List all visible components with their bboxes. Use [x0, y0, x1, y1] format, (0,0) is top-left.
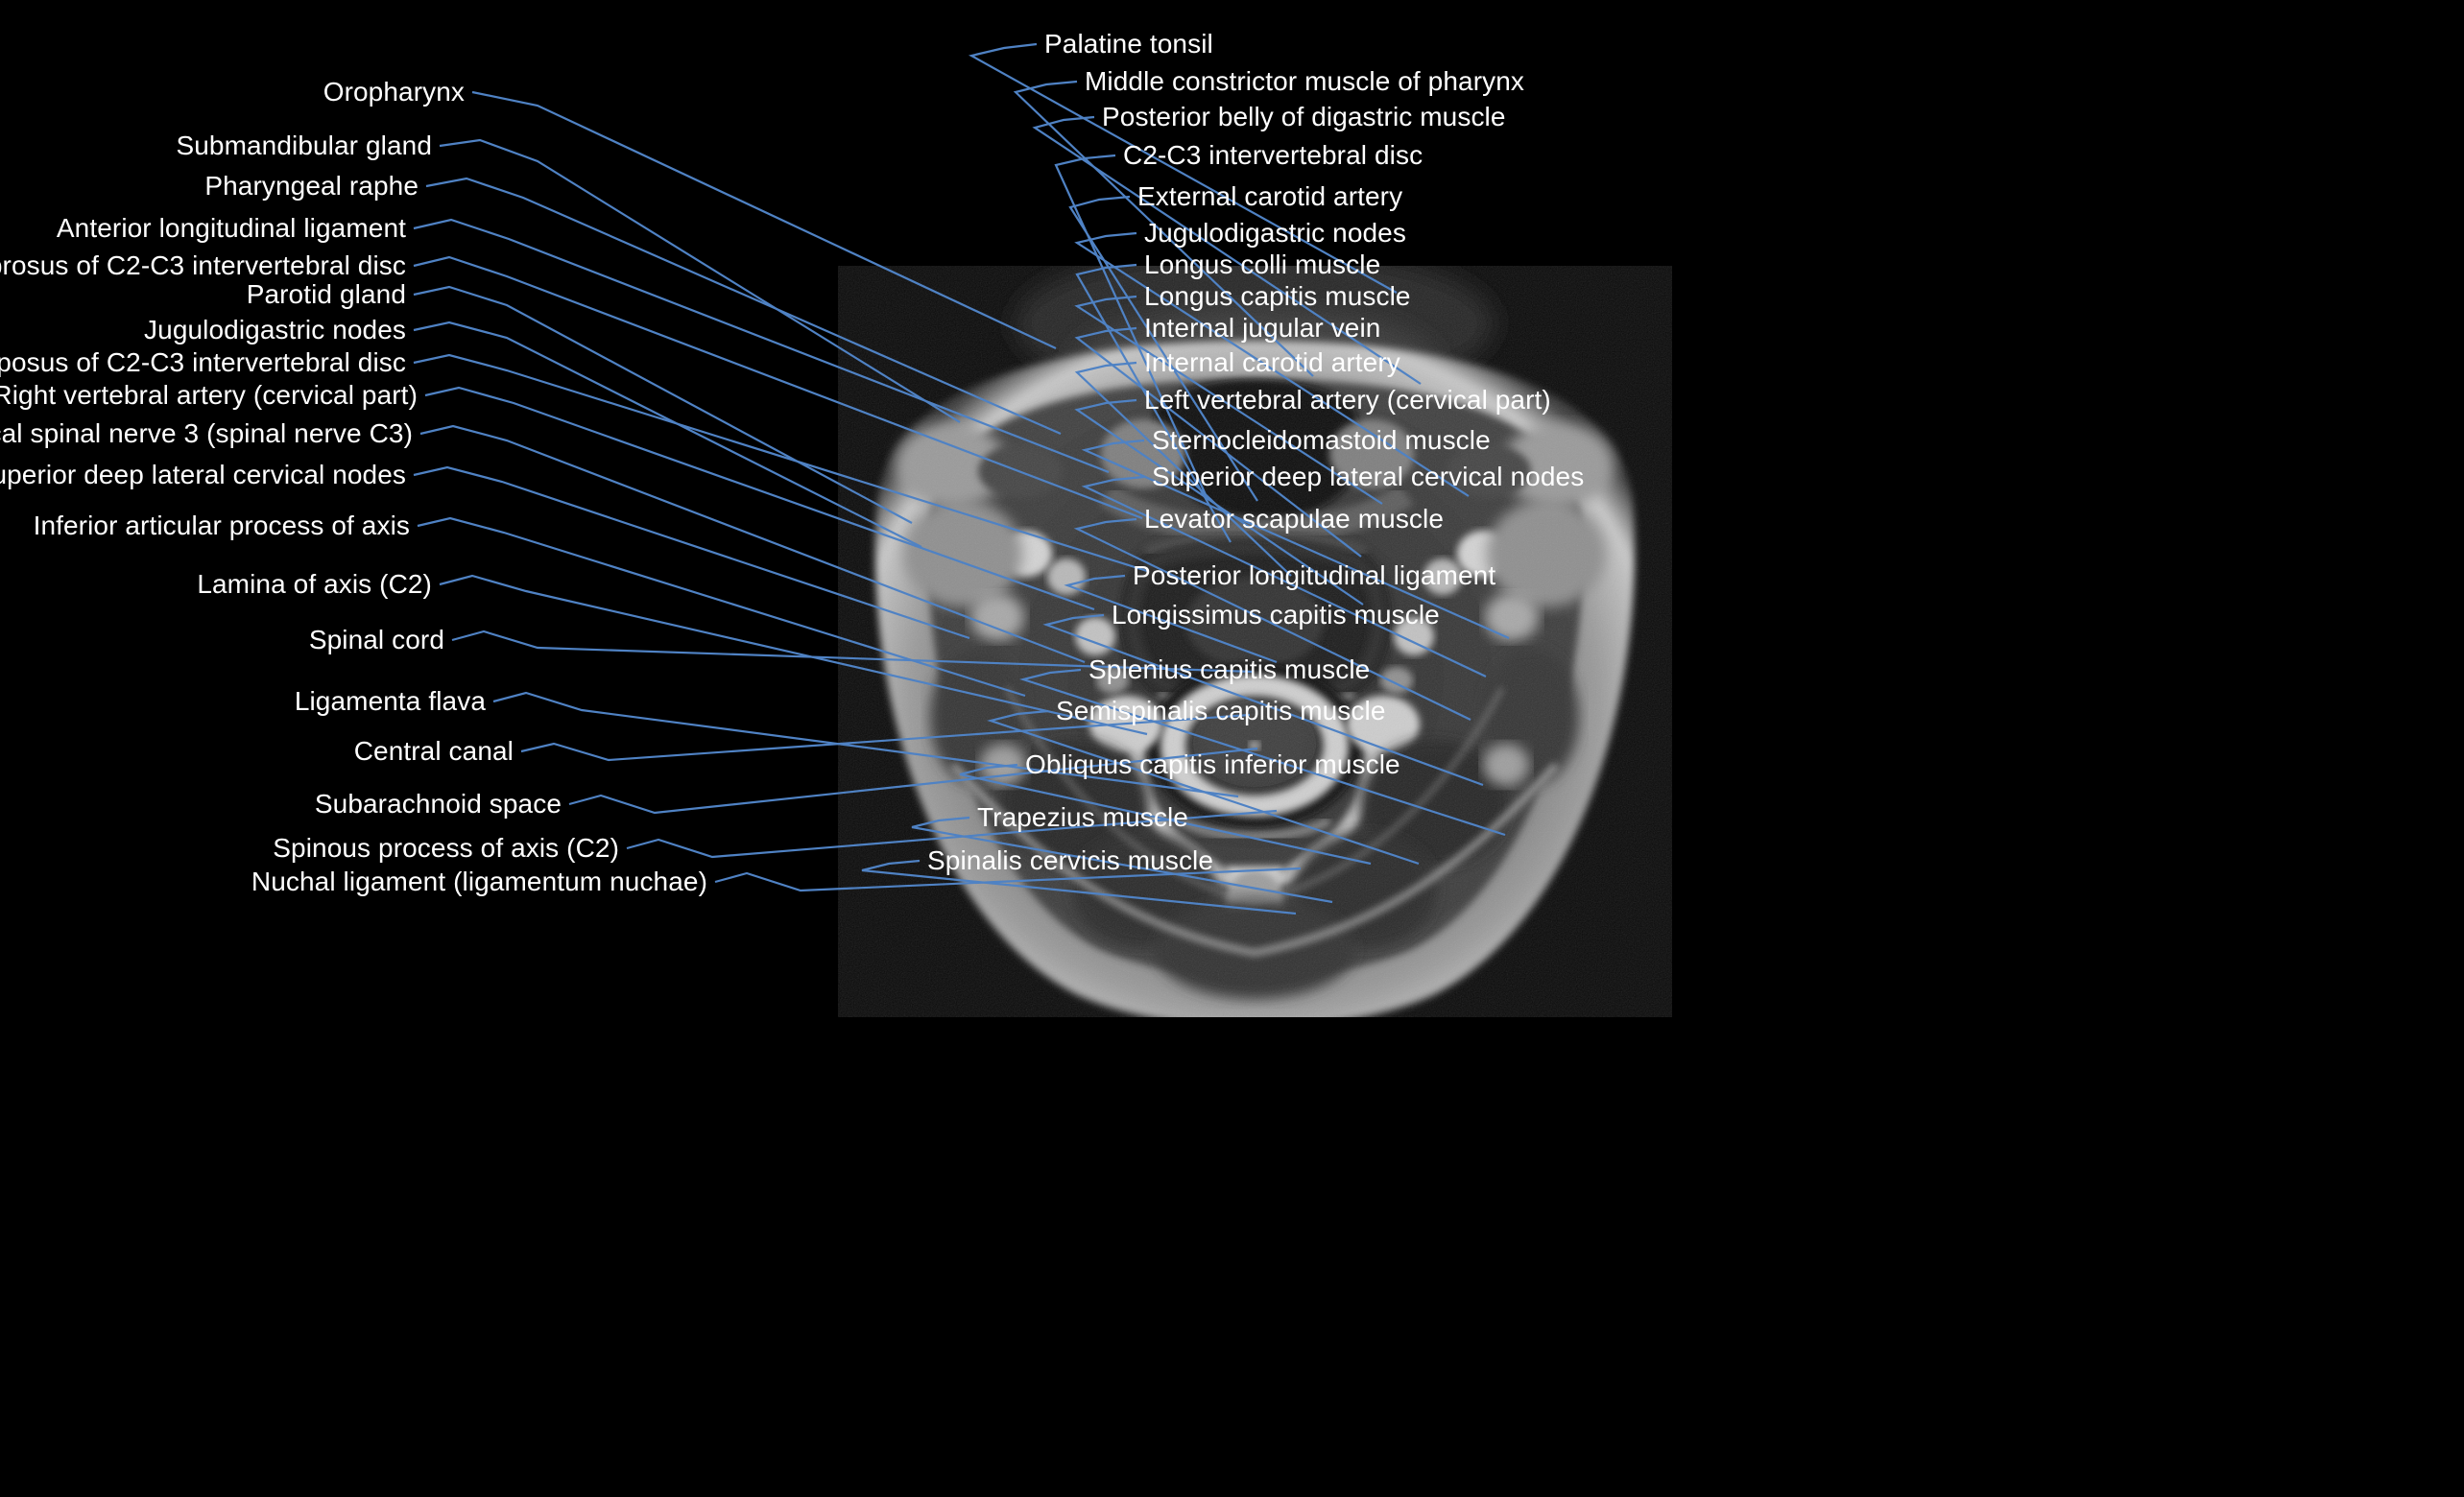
label-spinal-cord[interactable]: Spinal cord	[308, 625, 444, 654]
label-anterior-longitudinal-ligament[interactable]: Anterior longitudinal ligament	[56, 213, 406, 243]
label-subarachnoid-space[interactable]: Subarachnoid space	[314, 789, 562, 819]
label-longissimus-capitis-muscle[interactable]: Longissimus capitis muscle	[1112, 600, 1440, 630]
mri-scan-graphic	[838, 266, 1672, 1017]
label-posterior-longitudinal-ligament[interactable]: Posterior longitudinal ligament	[1133, 560, 1496, 590]
label-levator-scapulae-muscle[interactable]: Levator scapulae muscle	[1144, 504, 1445, 534]
label-internal-jugular-vein[interactable]: Internal jugular vein	[1144, 313, 1381, 343]
label-nuchal-ligament-ligamentum-nuchae[interactable]: Nuchal ligament (ligamentum nuchae)	[251, 867, 707, 896]
label-spinalis-cervicis-muscle[interactable]: Spinalis cervicis muscle	[927, 845, 1214, 875]
label-lamina-of-axis-c2[interactable]: Lamina of axis (C2)	[197, 569, 432, 599]
label-anulus-fibrosus-of-c2-c3-intervertebral-disc[interactable]: Anulus fibrosus of C2-C3 intervertebral …	[0, 250, 406, 280]
label-sternocleidomastoid-muscle[interactable]: Sternocleidomastoid muscle	[1152, 425, 1491, 455]
label-superior-deep-lateral-cervical-nodes[interactable]: Superior deep lateral cervical nodes	[0, 460, 406, 489]
label-left-vertebral-artery-cervical-part[interactable]: Left vertebral artery (cervical part)	[1144, 385, 1551, 415]
label-c2-c3-intervertebral-disc[interactable]: C2-C3 intervertebral disc	[1123, 140, 1423, 170]
label-inferior-articular-process-of-axis[interactable]: Inferior articular process of axis	[33, 511, 410, 540]
label-longus-colli-muscle[interactable]: Longus colli muscle	[1144, 250, 1381, 279]
label-oropharynx[interactable]: Oropharynx	[323, 77, 465, 107]
label-trapezius-muscle[interactable]: Trapezius muscle	[977, 802, 1188, 832]
label-ligamenta-flava[interactable]: Ligamenta flava	[294, 686, 486, 716]
label-longus-capitis-muscle[interactable]: Longus capitis muscle	[1144, 281, 1411, 311]
label-obliquus-capitis-inferior-muscle[interactable]: Obliquus capitis inferior muscle	[1025, 749, 1400, 779]
label-superior-deep-lateral-cervical-nodes[interactable]: Superior deep lateral cervical nodes	[1152, 462, 1585, 491]
label-palatine-tonsil[interactable]: Palatine tonsil	[1044, 29, 1213, 59]
label-central-canal[interactable]: Central canal	[353, 736, 514, 766]
label-nucleus-pulposus-of-c2-c3-intervertebral-disc[interactable]: Nucleus pulposus of C2-C3 intervertebral…	[0, 347, 406, 377]
label-semispinalis-capitis-muscle[interactable]: Semispinalis capitis muscle	[1056, 696, 1386, 725]
label-external-carotid-artery[interactable]: External carotid artery	[1137, 181, 1403, 211]
label-splenius-capitis-muscle[interactable]: Splenius capitis muscle	[1088, 654, 1371, 684]
label-posterior-belly-of-digastric-muscle[interactable]: Posterior belly of digastric muscle	[1102, 102, 1506, 131]
label-submandibular-gland[interactable]: Submandibular gland	[176, 131, 432, 160]
label-jugulodigastric-nodes[interactable]: Jugulodigastric nodes	[1144, 218, 1406, 248]
label-middle-constrictor-muscle-of-pharynx[interactable]: Middle constrictor muscle of pharynx	[1085, 66, 1524, 96]
label-jugulodigastric-nodes[interactable]: Jugulodigastric nodes	[144, 315, 406, 345]
label-internal-carotid-artery[interactable]: Internal carotid artery	[1144, 347, 1400, 377]
label-right-vertebral-artery-cervical-part[interactable]: Right vertebral artery (cervical part)	[0, 380, 418, 410]
label-spinous-process-of-axis-c2[interactable]: Spinous process of axis (C2)	[273, 833, 619, 863]
label-parotid-gland[interactable]: Parotid gland	[246, 279, 406, 309]
label-cervical-spinal-nerve-3-spinal-nerve-c3[interactable]: Cervical spinal nerve 3 (spinal nerve C3…	[0, 418, 413, 448]
label-pharyngeal-raphe[interactable]: Pharyngeal raphe	[204, 171, 419, 201]
axial-mri-image	[838, 266, 1672, 1017]
